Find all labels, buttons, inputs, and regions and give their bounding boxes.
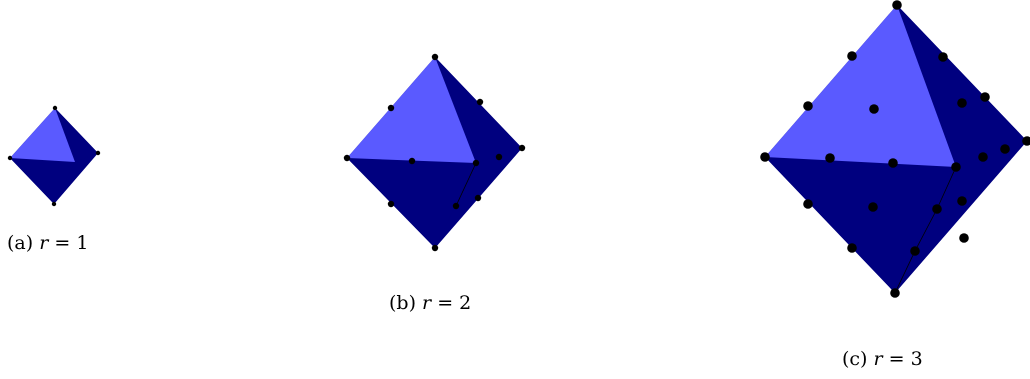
lattice-point: [452, 202, 460, 210]
lattice-point: [825, 153, 835, 163]
lattice-point: [951, 162, 961, 172]
lattice-point: [957, 98, 967, 108]
lattice-point: [803, 101, 813, 111]
lattice-point: [476, 98, 484, 106]
lattice-point: [847, 51, 857, 61]
face-front-lower-right: [895, 141, 1027, 293]
lattice-point: [910, 246, 920, 256]
face-front-right-upper: [897, 5, 1027, 167]
lattice-point: [869, 104, 879, 114]
lattice-point: [518, 144, 526, 152]
octahedron-b-faces: [347, 57, 522, 248]
face-front-lower: [765, 157, 956, 293]
lattice-point: [978, 152, 988, 162]
lattice-point: [938, 52, 948, 62]
lattice-point: [51, 201, 57, 207]
face-front-lower-right: [54, 153, 98, 204]
hidden-edge: [894, 166, 957, 294]
caption-a: (a) r = 1: [7, 232, 89, 254]
lattice-point: [387, 104, 395, 112]
lattice-point: [431, 53, 439, 61]
lattice-point: [52, 105, 58, 111]
lattice-point: [932, 204, 942, 214]
octahedron-a-faces: [10, 108, 98, 204]
octahedron-a-vertices: [7, 105, 101, 207]
face-front-upper: [765, 5, 956, 167]
lattice-point: [888, 158, 898, 168]
lattice-point: [387, 200, 395, 208]
face-front-upper: [10, 108, 75, 162]
face-front-upper: [347, 57, 476, 163]
lattice-point: [760, 152, 770, 162]
octahedron-b-vertices: [343, 53, 526, 252]
lattice-point: [495, 153, 503, 161]
lattice-point: [95, 150, 101, 156]
face-front-lower: [10, 158, 75, 204]
lattice-point: [343, 154, 351, 162]
lattice-point: [1022, 136, 1030, 146]
lattice-point: [431, 244, 439, 252]
lattice-point: [472, 159, 480, 167]
lattice-point: [803, 199, 813, 209]
lattice-point: [892, 0, 902, 10]
face-front-right-upper: [435, 57, 522, 163]
lattice-point: [890, 288, 900, 298]
lattice-point: [847, 243, 857, 253]
octahedron-c-faces: [765, 5, 1027, 294]
lattice-point: [1000, 144, 1010, 154]
face-upper-right: [55, 108, 98, 162]
lattice-point: [408, 157, 416, 165]
lattice-point: [957, 196, 967, 206]
lattice-point: [959, 233, 969, 243]
caption-c: (c) r = 3: [842, 348, 923, 370]
lattice-point: [474, 194, 482, 202]
face-front-lower: [347, 158, 476, 248]
lattice-point: [980, 92, 990, 102]
octahedron-c-vertices: [760, 0, 1030, 298]
lattice-point: [868, 202, 878, 212]
lattice-point: [7, 155, 13, 161]
caption-b: (b) r = 2: [389, 292, 472, 314]
hidden-edge: [455, 162, 477, 207]
